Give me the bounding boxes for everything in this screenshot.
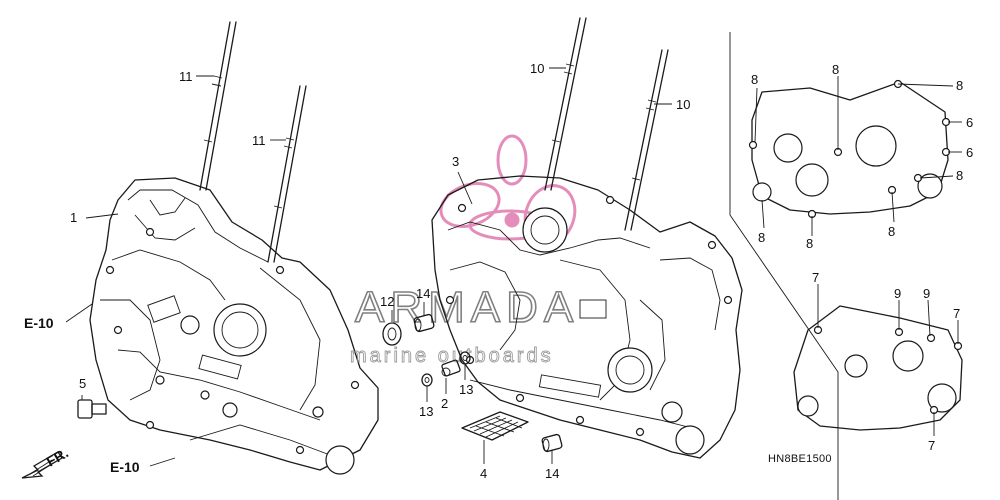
callout-12: 12	[380, 294, 394, 309]
dowel-pin-14-upper	[413, 313, 435, 333]
callout-9-b: 9	[923, 286, 930, 301]
callout-9-a: 9	[894, 286, 901, 301]
front-arrow-icon	[21, 451, 63, 479]
callout-4: 4	[480, 466, 487, 481]
callout-2: 2	[441, 396, 448, 411]
stud-bolt-11-left	[199, 21, 237, 191]
callout-13-left: 13	[419, 404, 433, 419]
callout-7-c: 7	[928, 438, 935, 453]
callout-8-d: 8	[956, 168, 963, 183]
callout-5: 5	[79, 376, 86, 391]
callout-6-a: 6	[966, 115, 973, 130]
stud-bolt-11-right	[267, 85, 307, 263]
callout-7-a: 7	[812, 270, 819, 285]
callout-6-b: 6	[966, 145, 973, 160]
callout-10-right: 10	[676, 97, 690, 112]
callout-10-left: 10	[530, 61, 544, 76]
diagram-ref-code: HN8BE1500	[768, 453, 832, 465]
stud-bolt-10-left	[544, 17, 587, 191]
callout-13-right: 13	[459, 382, 473, 397]
callout-11-right: 11	[252, 133, 266, 148]
left-crankcase-half	[89, 177, 379, 475]
oil-seal-12	[382, 322, 402, 346]
oil-drain-bolt-5	[77, 395, 107, 419]
callout-8-g: 8	[888, 224, 895, 239]
callout-labels: 1 11 11 5 E-10 E-10 FR. 3 10 10 12 14 13…	[24, 61, 973, 481]
callout-8-a: 8	[751, 72, 758, 87]
right-crankcase-half	[431, 175, 743, 459]
oil-strainer-screen-4	[461, 411, 529, 441]
callout-14-upper: 14	[416, 286, 430, 301]
washer-13-left	[421, 373, 433, 387]
callout-11-left: 11	[179, 69, 193, 84]
bolt-2	[441, 359, 461, 377]
inset-divider	[729, 32, 839, 500]
callout-8-e: 8	[758, 230, 765, 245]
ref-e10-lower: E-10	[110, 459, 140, 475]
callout-8-f: 8	[806, 236, 813, 251]
watermark-tagline: marine outboards	[350, 345, 554, 367]
right-bearing-bore	[522, 207, 568, 253]
callout-1: 1	[70, 210, 77, 225]
callout-7-b: 7	[953, 306, 960, 321]
watermark-brand: ARMADA	[355, 283, 579, 332]
inset-upper-bolt-view	[748, 79, 951, 219]
stud-bolt-10-right	[624, 49, 669, 231]
inset-lower-bolt-view	[793, 305, 963, 431]
callout-8-c: 8	[956, 78, 963, 93]
leader-lines	[65, 67, 962, 467]
ref-e10-upper: E-10	[24, 315, 54, 331]
dowel-pin-14-lower	[541, 433, 563, 453]
callout-14-lower: 14	[545, 466, 559, 481]
callout-3: 3	[452, 154, 459, 169]
callout-8-b: 8	[832, 62, 839, 77]
